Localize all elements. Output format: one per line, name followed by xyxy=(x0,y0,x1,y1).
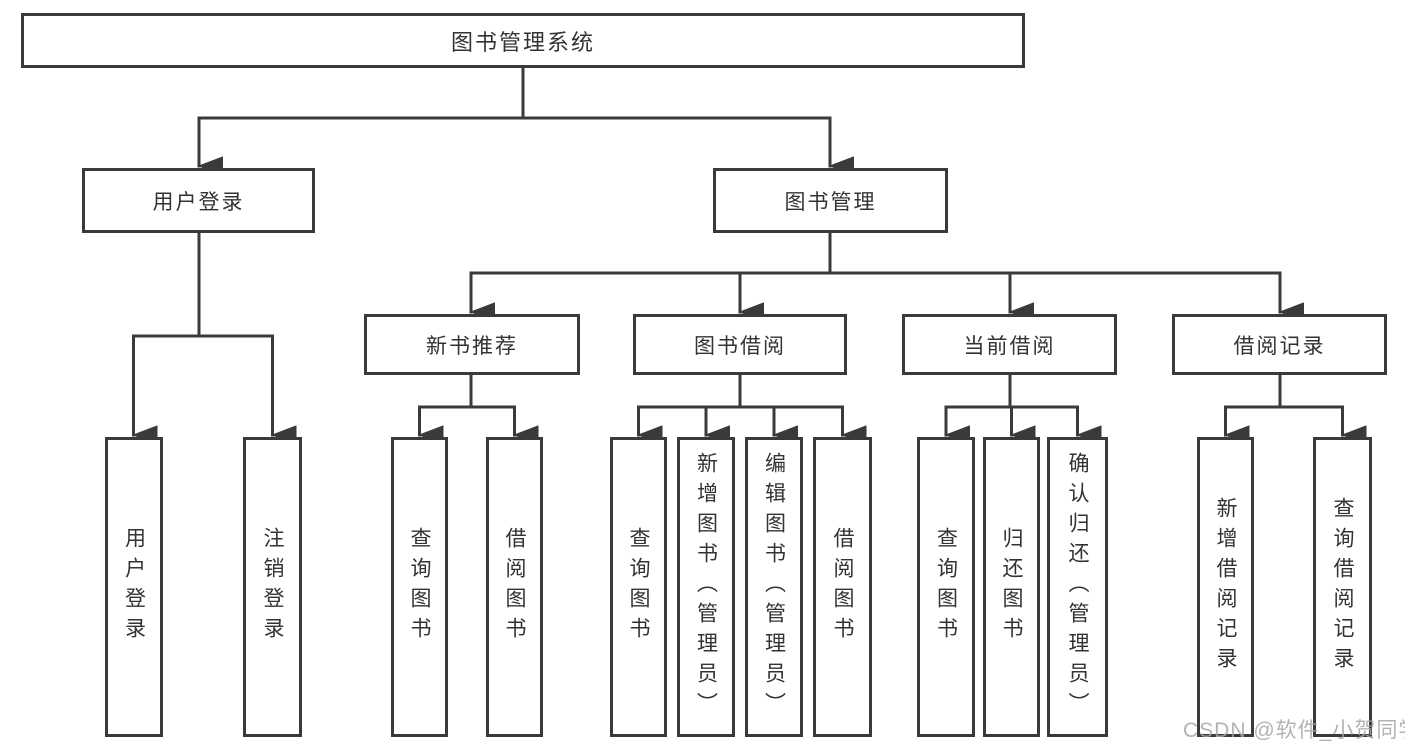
node-new-book-recommend: 新书推荐 xyxy=(364,314,580,375)
node-borrowing-records: 借阅记录 xyxy=(1172,314,1387,375)
node-user-login-leaf: 用户登录 xyxy=(105,437,163,737)
node-book-management-label: 图书管理 xyxy=(784,190,877,214)
node-cb-return-books-label: 归还图书 xyxy=(1000,527,1023,647)
node-cb-query-books: 查询图书 xyxy=(917,437,975,737)
node-nbr-borrow-books: 借阅图书 xyxy=(486,437,543,737)
node-bb-borrow-books: 借阅图书 xyxy=(813,437,872,737)
node-new-book-recommend-label: 新书推荐 xyxy=(426,334,518,358)
node-nbr-query-books-label: 查询图书 xyxy=(408,527,431,647)
node-root: 图书管理系统 xyxy=(21,13,1025,68)
node-bb-edit-books-admin-label: 编辑图书（管理员） xyxy=(762,452,786,722)
node-br-add-record-label: 新增借阅记录 xyxy=(1214,497,1237,677)
node-nbr-borrow-books-label: 借阅图书 xyxy=(503,527,526,647)
node-cb-confirm-return-admin: 确认归还（管理员） xyxy=(1047,437,1108,737)
node-nbr-query-books: 查询图书 xyxy=(391,437,448,737)
node-current-borrowing-label: 当前借阅 xyxy=(963,334,1056,358)
node-br-add-record: 新增借阅记录 xyxy=(1197,437,1254,737)
node-book-borrowing-label: 图书借阅 xyxy=(694,334,786,358)
node-book-borrowing: 图书借阅 xyxy=(633,314,847,375)
node-logout-label: 注销登录 xyxy=(261,527,284,647)
node-bb-borrow-books-label: 借阅图书 xyxy=(831,527,854,647)
node-bb-query-books: 查询图书 xyxy=(610,437,667,737)
node-root-label: 图书管理系统 xyxy=(450,29,595,55)
node-br-query-record-label: 查询借阅记录 xyxy=(1331,497,1354,677)
node-br-query-record: 查询借阅记录 xyxy=(1313,437,1372,737)
node-cb-query-books-label: 查询图书 xyxy=(934,527,958,647)
node-current-borrowing: 当前借阅 xyxy=(902,314,1117,375)
csdn-watermark: CSDN @软件_小贺同学 xyxy=(1183,719,1405,742)
node-book-management: 图书管理 xyxy=(713,168,948,233)
node-cb-return-books: 归还图书 xyxy=(983,437,1040,737)
node-bb-add-books-admin-label: 新增图书（管理员） xyxy=(694,452,718,722)
node-bb-edit-books-admin: 编辑图书（管理员） xyxy=(745,437,803,737)
node-bb-add-books-admin: 新增图书（管理员） xyxy=(677,437,735,737)
node-borrowing-records-label: 借阅记录 xyxy=(1233,334,1326,358)
connector-rails xyxy=(132,66,1344,409)
node-bb-query-books-label: 查询图书 xyxy=(627,527,650,647)
node-user-login: 用户登录 xyxy=(82,168,315,233)
node-logout: 注销登录 xyxy=(243,437,302,737)
node-user-login-label: 用户登录 xyxy=(152,190,245,214)
node-user-login-leaf-label: 用户登录 xyxy=(122,527,146,647)
node-cb-confirm-return-admin-label: 确认归还（管理员） xyxy=(1066,452,1089,722)
